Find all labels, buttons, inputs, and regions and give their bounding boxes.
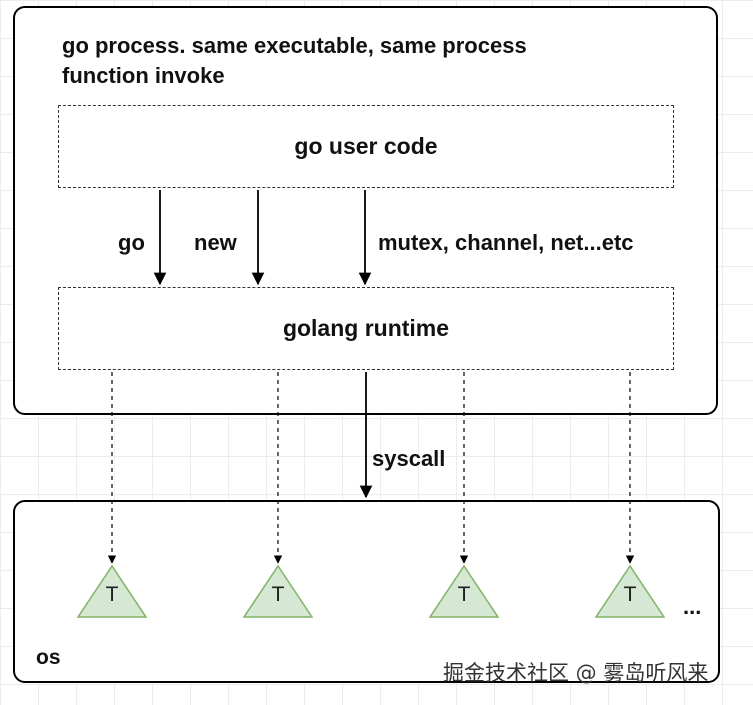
golang-runtime-box: golang runtime bbox=[58, 287, 674, 370]
thread-label-3: T bbox=[458, 583, 471, 606]
thread-triangle-2 bbox=[242, 564, 314, 618]
golang-runtime-label: golang runtime bbox=[282, 315, 450, 341]
edge-label-mutex: mutex, channel, net...etc bbox=[378, 230, 634, 255]
thread-label-4: T bbox=[624, 583, 637, 606]
thread-label-1: T bbox=[106, 583, 119, 606]
thread-triangle-4 bbox=[594, 564, 666, 618]
go-user-code-box: go user code bbox=[58, 105, 674, 188]
edge-label-go: go bbox=[118, 230, 145, 255]
process-title-line-2: function invoke bbox=[62, 63, 225, 88]
thread-triangle-1 bbox=[76, 564, 148, 618]
thread-ellipsis: ... bbox=[683, 594, 701, 619]
edge-label-syscall: syscall bbox=[372, 446, 446, 471]
thread-label-2: T bbox=[272, 583, 285, 606]
watermark: 掘金技术社区 @ 雾岛听风来 bbox=[443, 661, 709, 685]
edge-label-new: new bbox=[194, 230, 237, 255]
thread-triangle-3 bbox=[428, 564, 500, 618]
os-box bbox=[13, 500, 720, 683]
process-title-line-1: go process. same executable, same proces… bbox=[62, 33, 527, 58]
go-user-code-label: go user code bbox=[294, 133, 438, 159]
os-label: os bbox=[36, 646, 61, 669]
